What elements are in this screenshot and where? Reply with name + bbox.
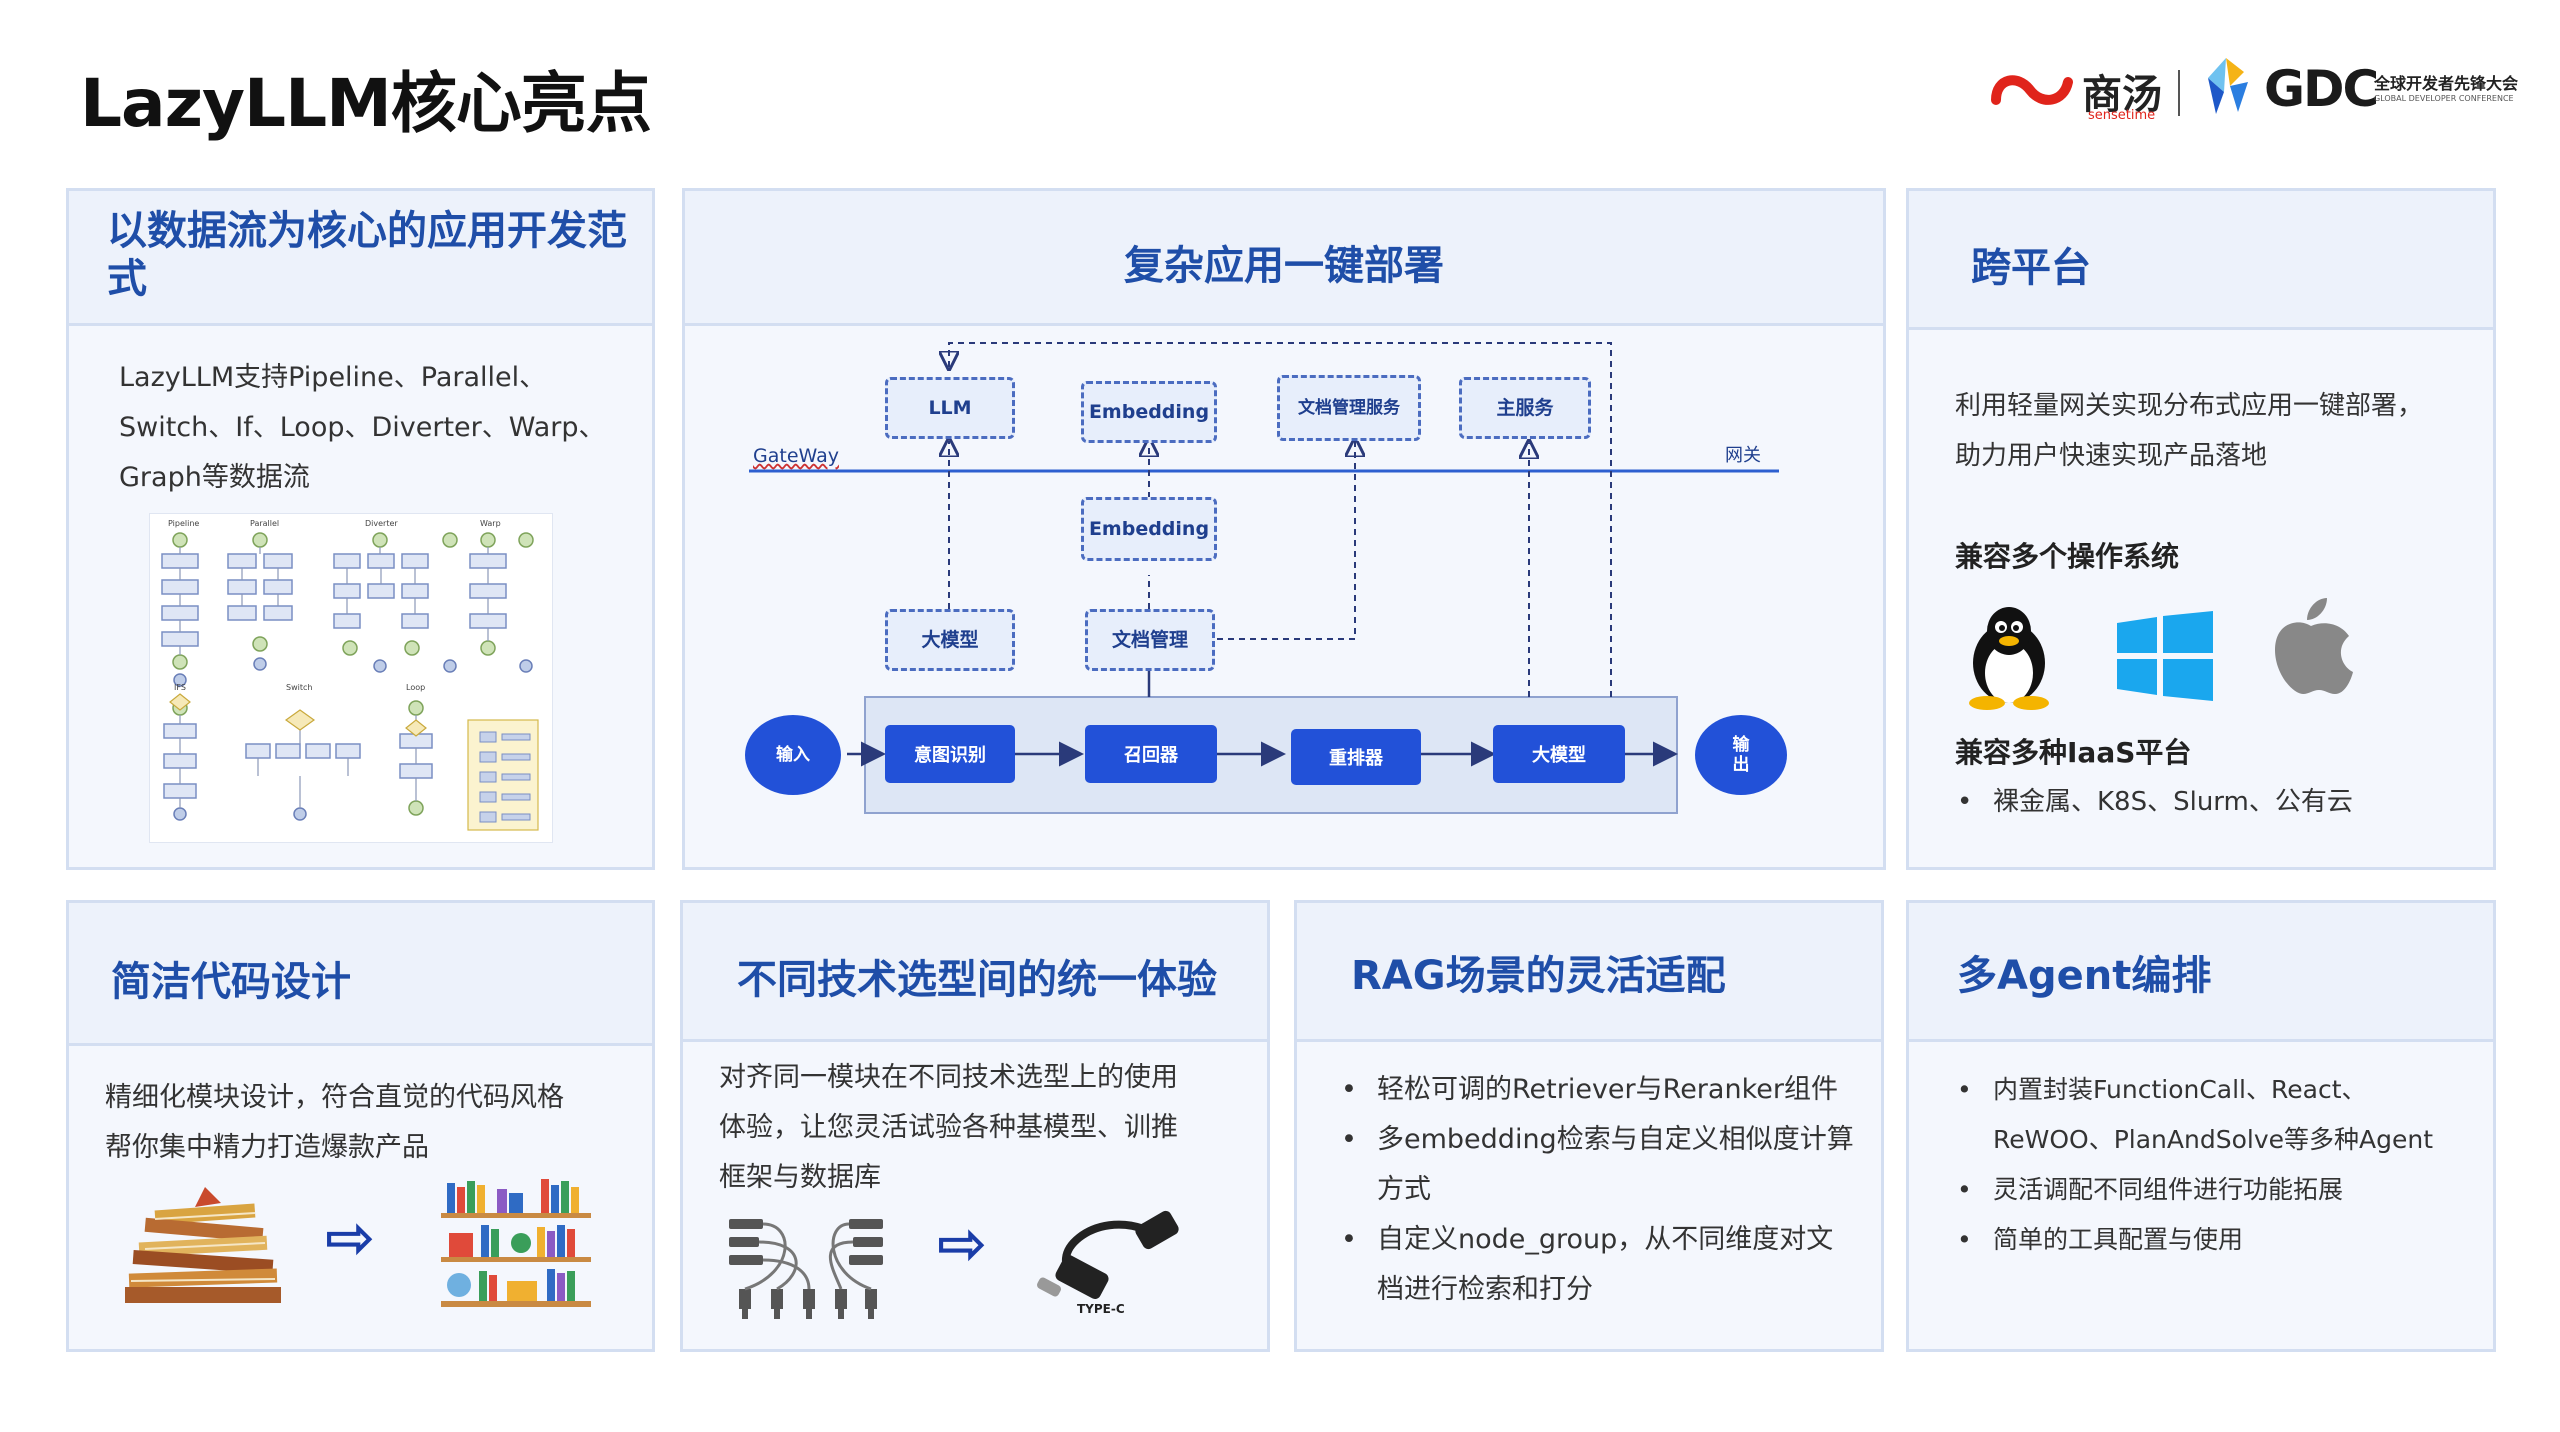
- diagram-label: Warp: [480, 519, 501, 528]
- iaas-list: 裸金属、K8S、Slurm、公有云: [1953, 777, 2493, 827]
- rag-feature-list: 轻松可调的Retriever与Reranker组件 多embedding检索与自…: [1337, 1065, 1857, 1315]
- page-title: LazyLLM核心亮点: [80, 65, 652, 142]
- card-header: 多Agent编排: [1909, 903, 2493, 1042]
- card-code: 简洁代码设计 精细化模块设计，符合直觉的代码风格 帮你集中精力打造爆款产品 ⇨: [66, 900, 655, 1352]
- desc-line: Graph等数据流: [119, 462, 310, 493]
- desc-line: Switch、If、Loop、Diverter、Warp、: [119, 412, 606, 443]
- diagram-label: Switch: [286, 683, 312, 692]
- gdc-logo: GDC 全球开发者先锋大会 GLOBAL DEVELOPER CONFERENC…: [2194, 52, 2560, 128]
- card-description: 对齐同一模块在不同技术选型上的使用 体验，让您灵活试验各种基模型、训推 框架与数…: [719, 1053, 1259, 1203]
- desc-line: 体验，让您灵活试验各种基模型、训推: [719, 1112, 1178, 1143]
- card-header: 简洁代码设计: [69, 903, 652, 1046]
- arrow-right-icon: ⇨: [325, 1203, 376, 1273]
- desc-line: 对齐同一模块在不同技术选型上的使用: [719, 1062, 1178, 1093]
- list-item: 自定义node_group，从不同维度对文档进行检索和打分: [1337, 1215, 1857, 1315]
- desc-line: 框架与数据库: [719, 1162, 881, 1193]
- flow-reranker: 重排器: [1291, 729, 1421, 785]
- desc-line: 助力用户快速实现产品落地: [1955, 441, 2268, 471]
- card-header: RAG场景的灵活适配: [1297, 903, 1881, 1042]
- card-description: 利用轻量网关实现分布式应用一键部署， 助力用户快速实现产品落地: [1955, 381, 2495, 481]
- diagram-label: Diverter: [365, 519, 398, 528]
- flow-output: 输出: [1695, 715, 1787, 795]
- os-heading: 兼容多个操作系统: [1955, 540, 2180, 573]
- bookshelf-icon: [441, 1179, 591, 1307]
- dataflow-diagram-svg: Pipeline Parallel Diverter Warp IFS Swit…: [161, 519, 539, 831]
- node-doc-manage: 文档管理: [1085, 609, 1215, 671]
- agent-feature-list: 内置封装FunctionCall、React、ReWOO、PlanAndSolv…: [1953, 1065, 2483, 1265]
- card-title: 不同技术选型间的统一体验: [737, 957, 1217, 1003]
- diagram-label: Loop: [406, 683, 425, 692]
- cables-icon: [729, 1219, 883, 1319]
- card-header: 不同技术选型间的统一体验: [683, 903, 1267, 1042]
- node-doc-service: 文档管理服务: [1277, 375, 1421, 441]
- node-main-service: 主服务: [1459, 377, 1591, 439]
- dataflow-diagram: Pipeline Parallel Diverter Warp IFS Swit…: [149, 513, 553, 843]
- card-title: 多Agent编排: [1957, 953, 2212, 999]
- desc-line: 利用轻量网关实现分布式应用一键部署，: [1955, 391, 2424, 421]
- sensetime-logo-text: 商汤: [2082, 72, 2162, 118]
- card-header: 复杂应用一键部署: [685, 191, 1883, 326]
- windows-icon: [2117, 611, 2213, 701]
- card-unified: 不同技术选型间的统一体验 对齐同一模块在不同技术选型上的使用 体验，让您灵活试验…: [680, 900, 1270, 1352]
- flow-retriever: 召回器: [1085, 725, 1217, 783]
- list-item: 轻松可调的Retriever与Reranker组件: [1337, 1065, 1857, 1115]
- node-embedding: Embedding: [1081, 381, 1217, 443]
- card-rag: RAG场景的灵活适配 轻松可调的Retriever与Reranker组件 多em…: [1294, 900, 1884, 1352]
- card-title: 简洁代码设计: [111, 959, 351, 1005]
- apple-icon: [2275, 598, 2353, 694]
- list-item: 裸金属、K8S、Slurm、公有云: [1953, 777, 2493, 827]
- gateway-label: GateWay: [753, 445, 839, 467]
- node-llm: LLM: [885, 377, 1015, 439]
- diagram-label: Parallel: [250, 519, 279, 528]
- flow-input: 输入: [745, 715, 841, 795]
- flow-large-model: 大模型: [1493, 725, 1625, 783]
- card-header: 跨平台: [1909, 191, 2493, 330]
- card-deploy: 复杂应用一键部署: [682, 188, 1886, 870]
- gdc-logo-en: GLOBAL DEVELOPER CONFERENCE: [2374, 94, 2514, 103]
- arrow-right-icon: ⇨: [937, 1209, 988, 1279]
- linux-icon: [1969, 607, 2049, 710]
- sensetime-logo: 商汤 sensetime: [1988, 62, 2188, 123]
- diagram-label: Pipeline: [168, 519, 199, 528]
- card-dataflow: 以数据流为核心的应用开发范式 LazyLLM支持Pipeline、Paralle…: [66, 188, 655, 870]
- list-item: 灵活调配不同组件进行功能拓展: [1953, 1165, 2483, 1215]
- flow-intent: 意图识别: [885, 725, 1015, 783]
- card-title: RAG场景的灵活适配: [1351, 953, 1726, 999]
- card-agent: 多Agent编排 内置封装FunctionCall、React、ReWOO、Pl…: [1906, 900, 2496, 1352]
- flow-output-label: 输出: [1732, 735, 1750, 775]
- diagram-label: IFS: [174, 683, 186, 692]
- node-large-model: 大模型: [885, 609, 1015, 671]
- list-item: 内置封装FunctionCall、React、ReWOO、PlanAndSolv…: [1953, 1065, 2483, 1165]
- list-item: 多embedding检索与自定义相似度计算方式: [1337, 1115, 1857, 1215]
- card-title: 以数据流为核心的应用开发范式: [107, 208, 627, 302]
- card-header: 以数据流为核心的应用开发范式: [69, 191, 652, 326]
- logo-divider: [2178, 70, 2180, 116]
- card-title: 跨平台: [1971, 245, 2091, 291]
- gateway-cn-label: 网关: [1725, 445, 1761, 466]
- desc-line: 精细化模块设计，符合直觉的代码风格: [105, 1082, 564, 1113]
- sensetime-logo-en: sensetime: [2088, 108, 2156, 123]
- usb-c-label: TYPE-C: [1077, 1302, 1125, 1316]
- card-description: LazyLLM支持Pipeline、Parallel、 Switch、If、Lo…: [119, 353, 649, 503]
- card-title: 复杂应用一键部署: [1124, 243, 1444, 289]
- gdc-logo-cn: 全球开发者先锋大会: [2374, 74, 2519, 93]
- deploy-diagram: GateWay 网关 LLM Embedding 文档管理服务 主服务 Embe…: [685, 191, 1889, 873]
- messy-books-icon: [125, 1187, 281, 1303]
- card-platform: 跨平台 利用轻量网关实现分布式应用一键部署， 助力用户快速实现产品落地 兼容多个…: [1906, 188, 2496, 870]
- iaas-heading: 兼容多种IaaS平台: [1955, 736, 2192, 769]
- list-item: 简单的工具配置与使用: [1953, 1215, 2483, 1265]
- gdc-logo-text: GDC: [2264, 60, 2379, 118]
- card-description: 精细化模块设计，符合直觉的代码风格 帮你集中精力打造爆款产品: [105, 1073, 645, 1173]
- desc-line: LazyLLM支持Pipeline、Parallel、: [119, 362, 547, 393]
- node-embedding-mid: Embedding: [1081, 497, 1217, 561]
- desc-line: 帮你集中精力打造爆款产品: [105, 1132, 429, 1163]
- usb-c-cable-icon: TYPE-C: [1036, 1210, 1179, 1316]
- flow-input-label: 输入: [776, 745, 810, 765]
